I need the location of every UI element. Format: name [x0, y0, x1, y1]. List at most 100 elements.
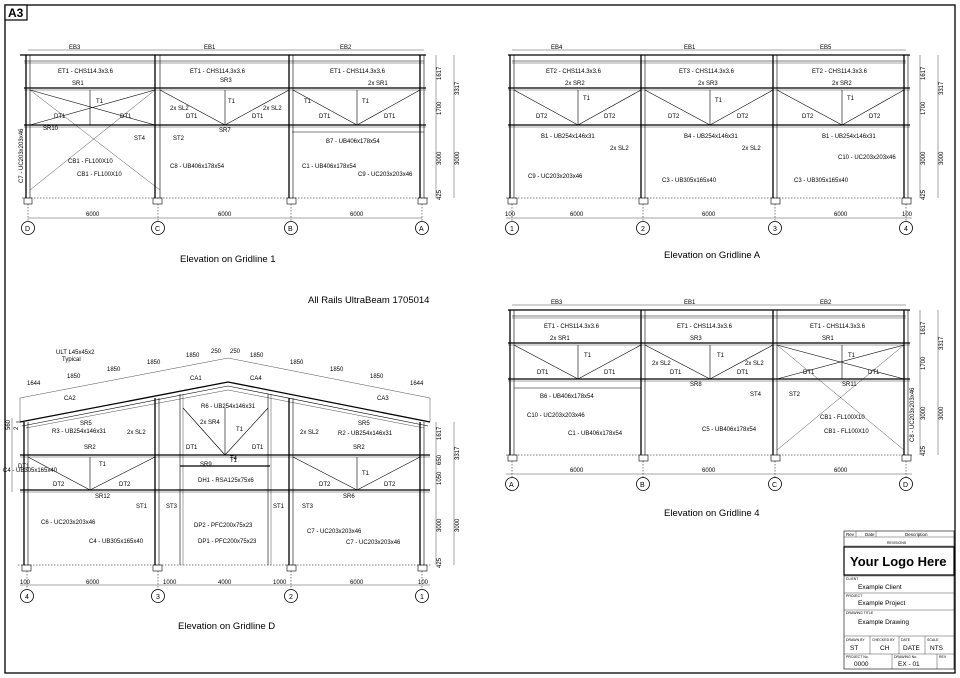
title-block-drawing-no-label-label: DRAWING No.	[894, 655, 917, 659]
members-5-label: ET2 - CHS114.3x3.6	[812, 69, 868, 75]
members-14-label: DT1	[537, 370, 549, 376]
members-21-label: SR11	[842, 382, 857, 388]
heights-5-label: 425	[921, 445, 927, 456]
rafter-dims-7-label: 1850	[250, 353, 264, 359]
heights-0-label: 1617	[437, 426, 443, 440]
title-block-project-no-label-label: PROJECT No.	[846, 655, 869, 659]
grids-2-label: C	[772, 482, 777, 489]
members-4-label: ET3 - CHS114.3x3.6	[679, 69, 735, 75]
heights-0-label: 1617	[437, 66, 443, 80]
members-15-label: DT1	[604, 370, 616, 376]
grids-1-label: 3	[156, 594, 160, 601]
title-block-client-label: Example Client	[858, 584, 902, 591]
members-38-label: C6 - UC203x203x46	[41, 520, 96, 526]
spans-2-label: 6000	[350, 212, 364, 218]
heights-3-label: 3000	[921, 406, 927, 420]
members-24-label: SR7	[219, 128, 231, 134]
edge-dims-1-label: 100	[418, 580, 429, 586]
members-1-label: EB1	[684, 300, 696, 306]
members-1-label: Typical	[62, 357, 81, 363]
grids-2-label: 2	[289, 594, 293, 601]
members-13-label: 2x SL2	[263, 106, 282, 112]
members-31-label: ST1	[136, 504, 148, 510]
members-19-label: DT1	[868, 370, 880, 376]
spans-0-label: 6000	[570, 212, 584, 218]
members-19-label: T1	[230, 458, 238, 464]
heights-0-label: 1617	[921, 321, 927, 335]
title-block: Rev Date Description REVISIONS Your Logo…	[843, 530, 955, 670]
members-36-label: DP2 - PFC200x75x23	[194, 523, 253, 529]
side-dims-0-label: 560	[6, 419, 12, 430]
members-4-label: ET1 - CHS114.3x3.6	[677, 324, 733, 330]
title-block-date-label-label: DATE	[901, 638, 911, 642]
spans-3-label: 1000	[273, 580, 287, 586]
members-7-label: SR3	[690, 336, 702, 342]
heights-4-label: 3000	[455, 151, 461, 165]
rafter-dims-3-label: 1850	[147, 360, 161, 366]
grids-3-label: 1	[420, 594, 424, 601]
members-28-label: C8 - UB406x178x54	[170, 164, 225, 170]
title-block-rev-label-label: REV	[939, 655, 947, 659]
members-3-label: CA1	[190, 376, 202, 382]
rafter-dims-8-label: 1850	[290, 360, 304, 366]
heights-3-label: 3000	[437, 151, 443, 165]
members-1-label: EB1	[204, 45, 216, 51]
rafter-dims-4-label: 1850	[186, 353, 200, 359]
members-30-label: C8 - UC203x203x46	[910, 387, 916, 442]
members-14-label: DT2	[668, 114, 680, 120]
grids-2-label: 3	[773, 226, 777, 233]
edge-dims-0-label: 100	[20, 580, 31, 586]
members-23-label: DT2	[53, 482, 65, 488]
members-27-label: SR9	[200, 462, 212, 468]
spans-0-label: 6000	[86, 212, 100, 218]
spans-2-label: 6000	[834, 468, 848, 474]
members-41-label: C7 - UC203x203x46	[346, 540, 401, 546]
members-8-label: 2x SR2	[832, 81, 852, 87]
members-19-label: B4 - UB254x146x31	[684, 134, 738, 140]
title-block-drawn-by-label-label: DRAWN BY	[846, 638, 865, 642]
members-13-label: 2x SL2	[300, 430, 319, 436]
heights-5-label: 425	[921, 189, 927, 200]
members-9-label: 2x SR1	[368, 81, 388, 87]
members-20-label: B1 - UB254x146x31	[822, 134, 876, 140]
members-7-label: SR5	[358, 421, 370, 427]
members-40-label: C4 - UB305x165x40	[3, 468, 58, 474]
members-39-label: C4 - UB305x165x40	[89, 539, 144, 545]
members-16-label: DT2	[802, 114, 814, 120]
grids-0-label: A	[509, 482, 514, 489]
rails-note: All Rails UltraBeam 1705014	[308, 295, 429, 306]
heights-1-label: 1700	[921, 101, 927, 115]
members-1-label: EB1	[684, 45, 696, 51]
rev-headers-0-label: Rev	[846, 532, 855, 537]
members-20-label: DT1	[186, 445, 198, 451]
members-8-label: R3 - UB254x146x31	[52, 429, 107, 435]
members-8-label: SR1	[822, 336, 834, 342]
grids-0-label: 1	[510, 226, 514, 233]
elevation-gridline-1-title: Elevation on Gridline 1	[180, 254, 276, 265]
members-10-label: T1	[717, 353, 725, 359]
members-5-label: ET1 - CHS114.3x3.6	[330, 69, 386, 75]
side-dims-3-label: 2	[14, 426, 20, 430]
members-10-label: R2 - UB254x146x31	[338, 431, 393, 437]
members-14-label: T1	[304, 99, 312, 105]
members-12-label: 2x SR4	[200, 420, 220, 426]
members-11-label: T1	[847, 96, 855, 102]
members-7-label: 2x SR3	[698, 81, 718, 87]
members-18-label: T1	[362, 471, 370, 477]
members-19-label: DT1	[319, 114, 331, 120]
members-21-label: 2x SL2	[610, 146, 629, 152]
members-23-label: ST2	[789, 392, 801, 398]
members-26-label: CB1 - FL100X10	[68, 159, 113, 165]
elevation-gridline-a-title: Elevation on Gridline A	[664, 250, 761, 261]
edge-dims-0-label: 100	[505, 212, 516, 218]
members-2-label: CA2	[64, 396, 76, 402]
rev-headers-1-label: Date	[865, 532, 875, 537]
rafter-dims-11-label: 1644	[410, 381, 424, 387]
members-20-label: DT1	[384, 114, 396, 120]
title-block-scale-label-label: SCALE	[927, 638, 939, 642]
members-13-label: DT2	[604, 114, 616, 120]
members-18-label: DT1	[252, 114, 264, 120]
members-24-label: DT2	[119, 482, 131, 488]
grids-1-label: C	[155, 226, 160, 233]
members-12-label: DT2	[536, 114, 548, 120]
